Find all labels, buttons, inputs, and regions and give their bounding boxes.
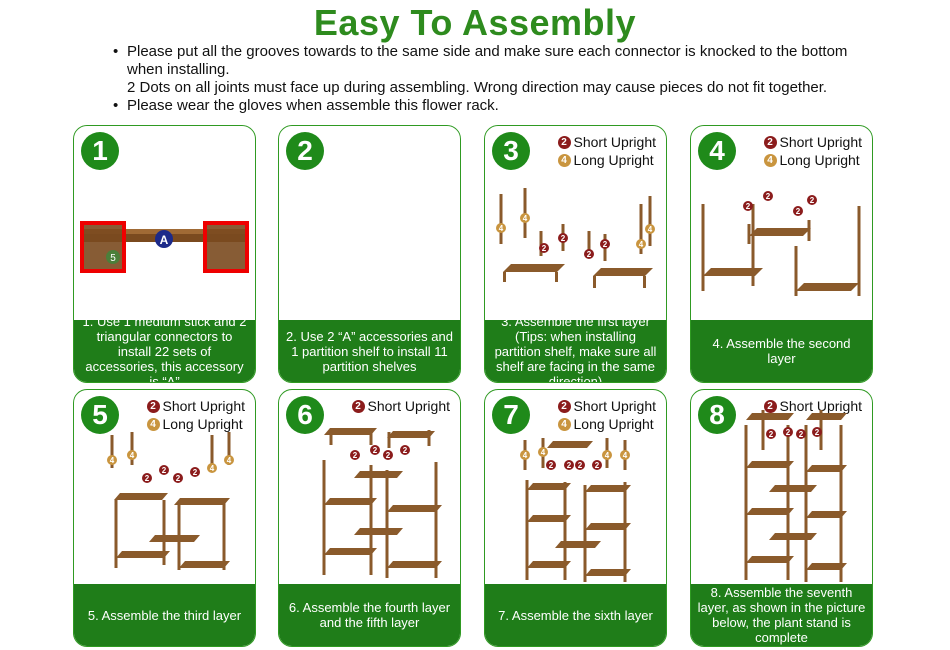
svg-text:4: 4: [639, 240, 644, 249]
accessory-a-icon: [155, 230, 173, 248]
step-caption: 1. Use 1 medium stick and 2 triangular c…: [74, 314, 255, 382]
step-number: 6: [286, 396, 324, 434]
svg-text:A: A: [160, 233, 169, 247]
svg-text:2: 2: [373, 446, 378, 455]
svg-text:2: 2: [587, 250, 592, 259]
step-card-2: 2 2. Use 2 “A” accessories and 1 partiti…: [278, 125, 461, 383]
svg-text:4: 4: [523, 451, 528, 460]
svg-text:4: 4: [210, 464, 215, 473]
step-caption: 3. Assemble the first layer (Tips: when …: [485, 314, 666, 382]
shelf-layer-4-5-illustration: 2 2 2 2: [322, 428, 442, 578]
shelf-layer-3-illustration: 4 4 2 2 2 2 4 4: [107, 432, 234, 570]
step-caption: 6. Assemble the fourth layer and the fif…: [279, 584, 460, 646]
svg-text:2: 2: [746, 202, 751, 211]
svg-text:2: 2: [162, 466, 167, 475]
step-number: 4: [698, 132, 736, 170]
svg-text:2: 2: [567, 461, 572, 470]
svg-text:2: 2: [542, 244, 547, 253]
shelf-layer-2-illustration: 2 2 2 2: [701, 191, 861, 296]
step-number: 1: [81, 132, 119, 170]
svg-text:4: 4: [130, 451, 135, 460]
shelf-layer-1-illustration: 4 4 2 2 2 2 4 4: [496, 188, 655, 288]
step-number: 7: [492, 396, 530, 434]
note-item: •Please wear the gloves when assemble th…: [113, 97, 499, 114]
page-title: Easy To Assembly: [313, 2, 637, 43]
svg-text:4: 4: [499, 224, 504, 233]
step-number: 5: [81, 396, 119, 434]
note-text: Please wear the gloves when assemble thi…: [127, 97, 499, 114]
note-text: 2 Dots on all joints must face up during…: [127, 79, 828, 96]
svg-text:2: 2: [595, 461, 600, 470]
step-card-1: 1 A 5 1. Use 1 medium stick and 2 triang…: [73, 125, 256, 383]
svg-text:2: 2: [193, 468, 198, 477]
highlight-box: [80, 221, 126, 273]
svg-text:2: 2: [786, 428, 791, 437]
svg-text:2: 2: [603, 240, 608, 249]
svg-text:5: 5: [110, 253, 116, 264]
note-item: •Please put all the grooves towards to t…: [113, 43, 848, 78]
highlight-box: [203, 221, 249, 273]
step-number: 3: [492, 132, 530, 170]
svg-text:2: 2: [769, 430, 774, 439]
note-text: Please put all the grooves towards to th…: [127, 43, 848, 78]
note-item: 2 Dots on all joints must face up during…: [113, 79, 873, 97]
svg-text:2: 2: [549, 461, 554, 470]
step-caption: 7. Assemble the sixth layer: [485, 584, 666, 646]
svg-text:2: 2: [810, 196, 815, 205]
step-caption: 8. Assemble the seventh layer, as shown …: [691, 584, 872, 646]
step-caption: 2. Use 2 “A” accessories and 1 partition…: [279, 320, 460, 382]
svg-text:4: 4: [541, 448, 546, 457]
svg-text:2: 2: [799, 430, 804, 439]
svg-text:2: 2: [766, 192, 771, 201]
svg-text:4: 4: [605, 451, 610, 460]
svg-text:4: 4: [227, 456, 232, 465]
svg-text:2: 2: [176, 474, 181, 483]
svg-text:2: 2: [386, 451, 391, 460]
svg-text:2: 2: [561, 234, 566, 243]
step-caption: 5. Assemble the third layer: [74, 584, 255, 646]
complete-stand-illustration: 2 2 2 2: [744, 410, 847, 582]
shelf-layer-6-illustration: 4 4 2 2 2 2 4 4: [520, 438, 631, 582]
svg-text:2: 2: [353, 451, 358, 460]
svg-text:4: 4: [648, 225, 653, 234]
svg-text:4: 4: [110, 456, 115, 465]
step-number: 2: [286, 132, 324, 170]
connector-illustration: A 5: [80, 221, 249, 273]
step-caption: 4. Assemble the second layer: [691, 320, 872, 382]
svg-text:4: 4: [623, 451, 628, 460]
step-number: 8: [698, 396, 736, 434]
svg-text:2: 2: [578, 461, 583, 470]
svg-text:2: 2: [796, 207, 801, 216]
svg-text:4: 4: [523, 214, 528, 223]
svg-text:2: 2: [815, 428, 820, 437]
svg-text:2: 2: [145, 474, 150, 483]
instruction-notes: •Please put all the grooves towards to t…: [113, 43, 873, 115]
svg-text:2: 2: [403, 446, 408, 455]
